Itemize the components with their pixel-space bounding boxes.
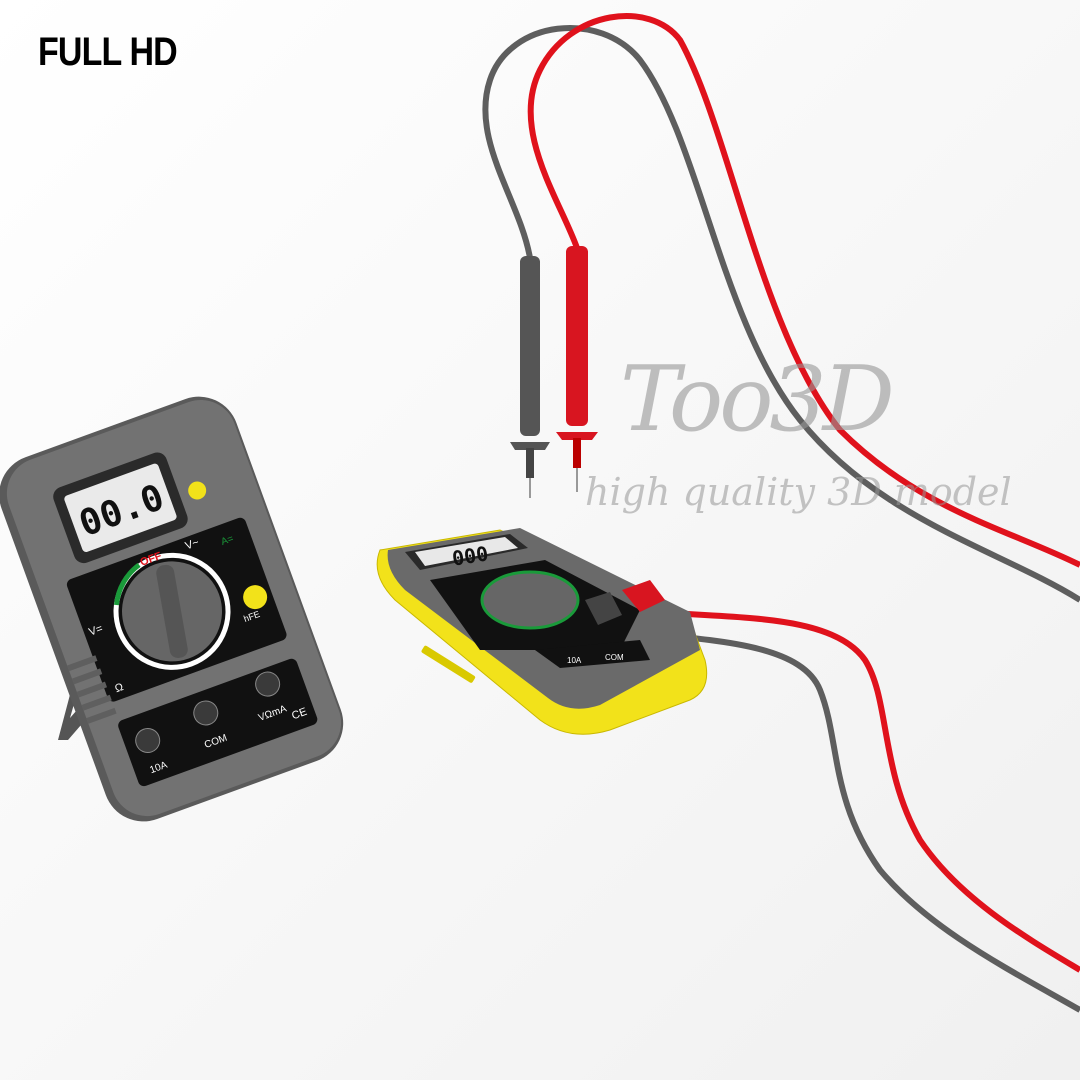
black-lead-cable-upper — [482, 25, 1080, 603]
jack-10a — [135, 728, 161, 754]
red-probe — [556, 246, 598, 492]
range-v-ac: V~ — [184, 536, 201, 552]
jack-vohm — [255, 671, 281, 697]
range-v-dc: V= — [87, 623, 104, 639]
full-hd-badge: FULL HD — [38, 30, 178, 74]
red-plug — [622, 580, 665, 612]
lcd-reading-right: 000 — [450, 541, 489, 570]
black-plug — [585, 592, 622, 625]
left-multimeter: 00.0 OFF V= V~ A= Ω hFE 10A COM VΩmA CE — [0, 396, 344, 822]
jack-label-10a-right: 10A — [567, 656, 582, 665]
watermark-brand: Too3D — [620, 347, 895, 452]
hold-button — [188, 481, 207, 500]
rotary-selector-right — [480, 570, 580, 630]
jack-label-com-right: COM — [605, 653, 624, 662]
red-lead-cable-lower — [639, 607, 1080, 973]
range-a-dc: A= — [220, 533, 236, 548]
jack-com — [193, 700, 219, 726]
watermark-tagline: high quality 3D model — [585, 470, 1012, 514]
right-multimeter: 000 10A COM — [376, 528, 708, 735]
range-ohm: Ω — [113, 681, 125, 695]
lcd-display-right — [415, 537, 518, 566]
lcd-display — [64, 463, 177, 552]
ce-mark: CE — [290, 706, 308, 723]
black-probe — [510, 256, 550, 498]
black-lead-cable-lower — [609, 627, 1080, 1013]
hfe-socket — [243, 585, 268, 610]
red-lead-cable-upper — [527, 13, 1080, 568]
test-leads — [482, 13, 1080, 1013]
